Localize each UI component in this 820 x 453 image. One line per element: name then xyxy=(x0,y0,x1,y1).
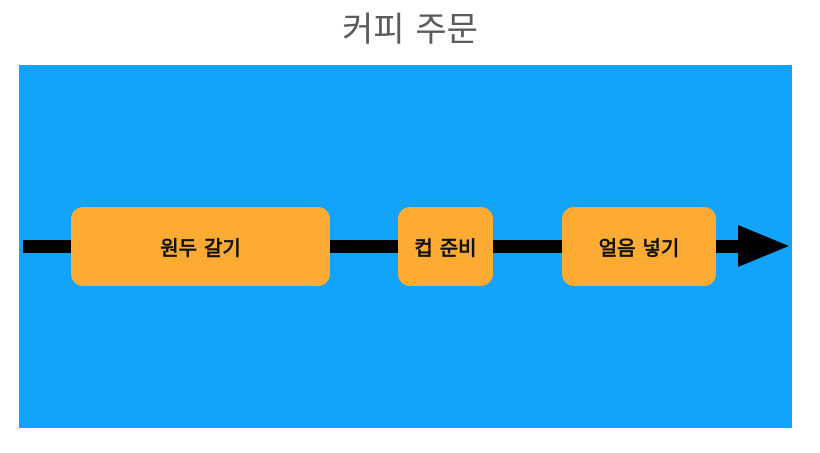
step-label: 컵 준비 xyxy=(414,236,477,260)
step-add-ice: 얼음 넣기 xyxy=(562,207,716,286)
step-label: 원두 갈기 xyxy=(160,236,241,260)
step-prepare-cup: 컵 준비 xyxy=(398,207,493,286)
step-grind-beans: 원두 갈기 xyxy=(71,207,330,286)
diagram-title: 커피 주문 xyxy=(342,10,478,50)
flow-arrowhead-icon xyxy=(738,225,789,267)
step-label: 얼음 넣기 xyxy=(598,236,680,260)
